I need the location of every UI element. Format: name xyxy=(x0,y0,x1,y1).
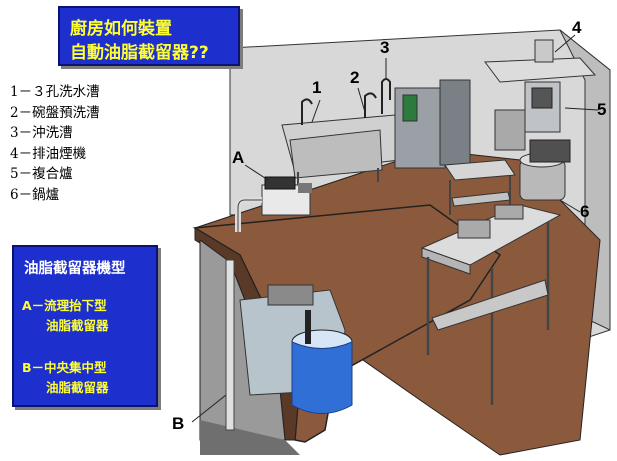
legend-item: 1－３孔洗水漕 xyxy=(10,84,100,100)
callout-5: 5 xyxy=(597,100,607,119)
title-panel: 廚房如何裝置 自動油脂截留器?? xyxy=(58,6,240,66)
title-line-2: 自動油脂截留器?? xyxy=(70,43,209,63)
legend-item: 5－複合爐 xyxy=(10,166,73,182)
type-a-line-2: 油脂截留器 xyxy=(46,318,109,333)
leader-2 xyxy=(357,87,366,113)
drain-pipe xyxy=(225,259,235,431)
callout-4: 4 xyxy=(572,18,582,37)
worktable-lower-shelf xyxy=(431,279,549,331)
callout-2: 2 xyxy=(350,68,360,87)
type-a-line-1: A－流理抬下型 xyxy=(22,298,107,313)
faucet-2 xyxy=(364,92,377,118)
leader-b xyxy=(191,394,227,423)
callout-3: 3 xyxy=(380,38,390,57)
pot-on-table xyxy=(457,219,491,239)
trap-types-title: 油脂截留器機型 xyxy=(24,261,126,277)
callout-1: 1 xyxy=(312,78,322,97)
legend-item: 2－碗盤預洗漕 xyxy=(10,104,100,121)
leader-1 xyxy=(311,99,321,123)
hood-duct xyxy=(534,39,554,63)
callout-6: 6 xyxy=(580,202,590,221)
trap-types-panel: 油脂截留器機型 A－流理抬下型 油脂截留器 B－中央集中型 油脂截留器 xyxy=(12,245,158,407)
grease-trap-a-lid xyxy=(264,176,296,190)
leader-6 xyxy=(559,199,581,213)
leader-4 xyxy=(554,34,576,53)
under-counter-floor xyxy=(200,420,300,455)
collection-barrel xyxy=(291,341,353,414)
callout-b: B xyxy=(172,414,185,433)
pre-rinse-spray xyxy=(381,78,391,114)
type-b-line-1: B－中央集中型 xyxy=(22,360,107,375)
title-line-1: 廚房如何裝置 xyxy=(70,19,172,39)
leader-5 xyxy=(564,107,599,111)
type-b-line-2: 油脂截留器 xyxy=(46,380,109,395)
leader-a xyxy=(244,164,269,181)
back-range xyxy=(494,109,526,151)
faucet-1 xyxy=(301,98,313,125)
sink-unit-1-front xyxy=(289,129,383,179)
boiler-grille xyxy=(529,139,571,163)
prep-table xyxy=(444,159,516,181)
barrel-hose xyxy=(305,310,311,344)
legend-item: 4－排油煙機 xyxy=(10,145,87,162)
equipment-legend: 1－３孔洗水漕 2－碗盤預洗漕 3－沖洗漕 4－排油煙機 5－複合爐 6－鍋爐 xyxy=(10,82,100,205)
grease-trap-b-lid xyxy=(267,284,314,306)
callout-a: A xyxy=(232,148,245,167)
legend-item: 6－鍋爐 xyxy=(10,186,60,203)
legend-item: 3－沖洗漕 xyxy=(10,125,73,141)
dish-conveyor xyxy=(439,79,471,166)
